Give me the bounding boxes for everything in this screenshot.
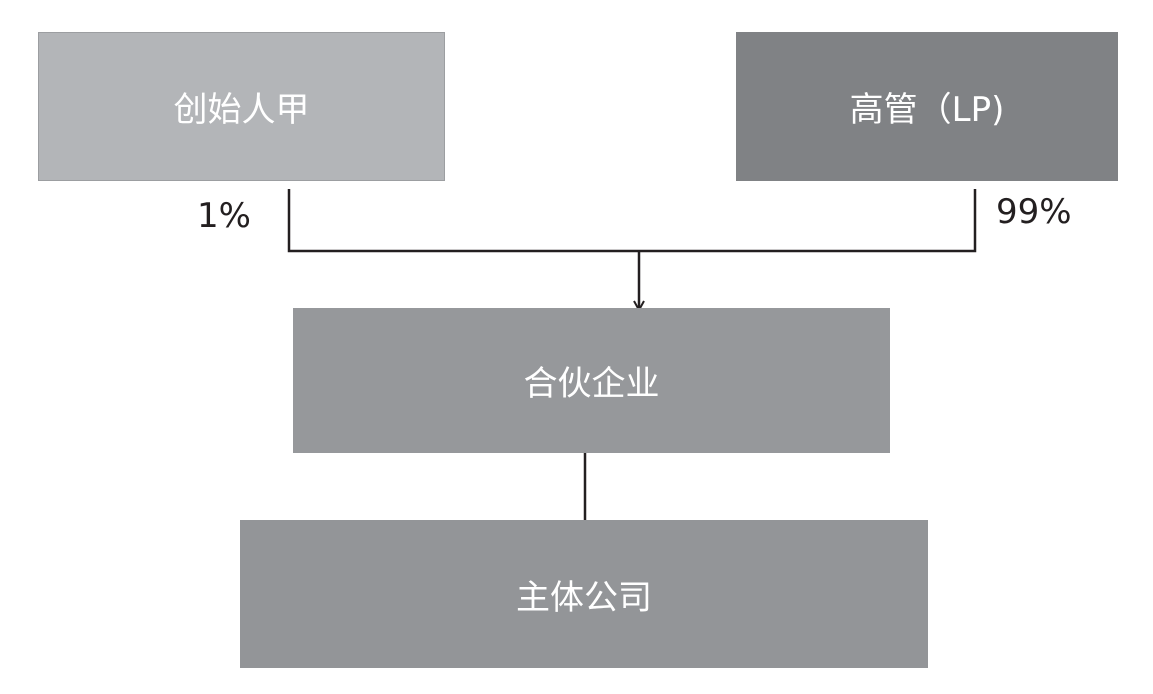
- partnership-label: 合伙企业: [523, 364, 660, 404]
- executives-share-label: 99%: [996, 192, 1072, 232]
- executives-label: 高管（LP): [849, 90, 1005, 130]
- founder-connector-line: [287, 189, 639, 253]
- executives-node: 高管（LP): [736, 32, 1118, 181]
- company-node: 主体公司: [240, 520, 928, 668]
- partnership-node: 合伙企业: [293, 308, 890, 453]
- executives-connector-line: [639, 189, 977, 253]
- founder-node: 创始人甲: [38, 32, 445, 181]
- founder-label: 创始人甲: [173, 90, 310, 130]
- founder-share-label: 1%: [197, 196, 251, 236]
- company-label: 主体公司: [516, 577, 652, 618]
